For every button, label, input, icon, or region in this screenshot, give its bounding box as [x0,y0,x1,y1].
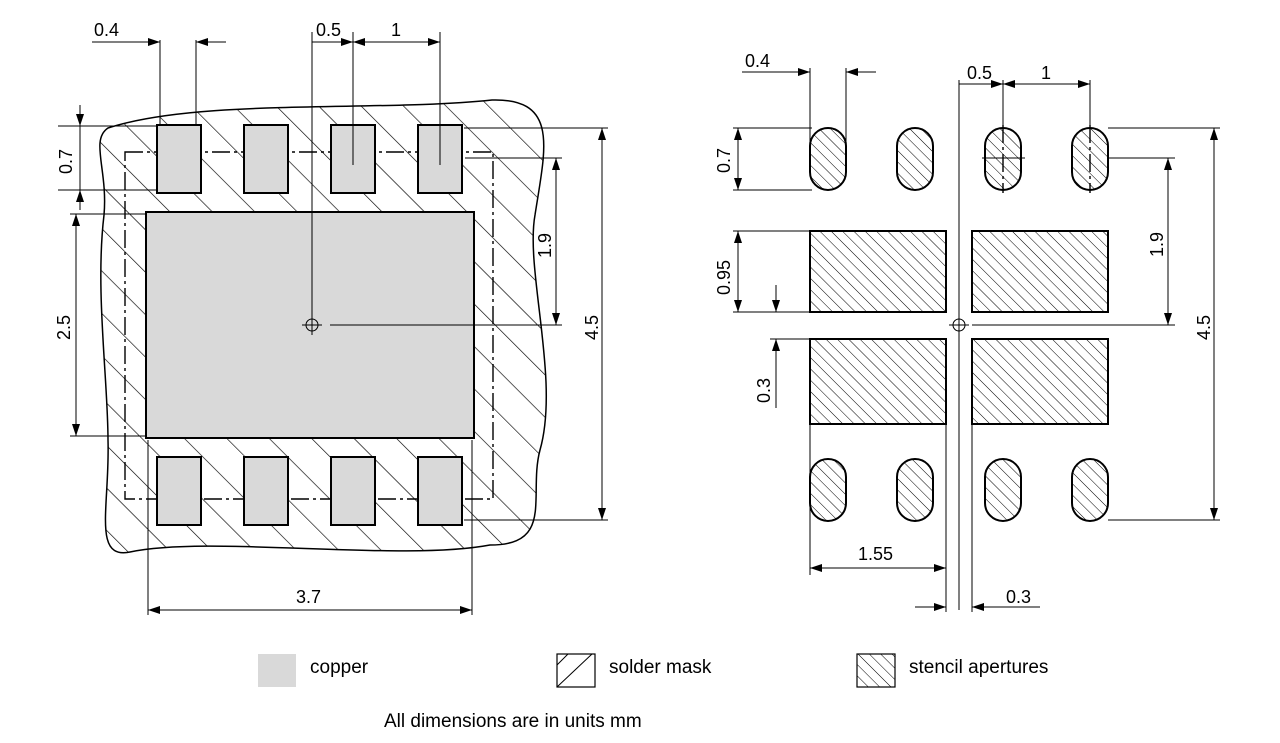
bottom-stencil-row [809,458,1109,522]
dim-pad-extent: 4.5 [1194,315,1214,340]
dim-pad-extent: 4.5 [582,315,602,340]
stencil-window [809,230,947,313]
stencil-aperture [809,127,847,191]
copper-pad [417,456,463,526]
copper-pad [156,124,202,194]
copper-pad [330,456,376,526]
stencil-window [971,230,1109,313]
dim-offset: 0.5 [967,63,992,83]
right-view: 0.4 0.5 1 0.7 0.95 0.3 1.9 4.5 1.55 0.3 [714,51,1220,612]
units-note: All dimensions are in units mm [384,711,642,732]
stencil-aperture [809,458,847,522]
stencil-aperture [896,458,934,522]
center-stencil-windows [809,230,1109,425]
dimension-lines [734,68,1218,611]
dim-pitch: 1 [1041,63,1051,83]
dim-pitch: 1 [391,20,401,40]
dim-pad-width: 0.4 [94,20,119,40]
dimension-lines [72,38,606,614]
dim-offset: 0.5 [316,20,341,40]
dim-row-offset: 1.9 [1147,232,1167,257]
bottom-pad-row [156,456,463,526]
extension-lines [58,32,608,615]
left-view: 0.4 0.5 1 0.7 2.5 1.9 4.5 3.7 [54,20,608,615]
legend-copper-swatch [258,654,296,687]
legend: copper solder mask stencil apertures [258,653,1048,688]
legend-stencil-swatch [856,653,896,688]
courtyard-outline [124,151,494,500]
dim-aperture-height: 0.95 [714,260,734,295]
legend-solder-mask-label: solder mask [609,657,712,678]
copper-pad [243,124,289,194]
dim-aperture-gap-h: 0.3 [1006,587,1031,607]
legend-stencil-label: stencil apertures [909,657,1048,678]
copper-pad [156,456,202,526]
stencil-aperture [1071,458,1109,522]
stencil-window [809,338,947,425]
stencil-window [971,338,1109,425]
copper-pad [243,456,289,526]
dim-pad-width: 0.4 [745,51,770,71]
legend-copper-label: copper [310,657,369,678]
dim-ep-height: 2.5 [54,315,74,340]
dim-ep-width: 3.7 [296,587,321,607]
dim-pad-height: 0.7 [714,148,734,173]
dim-aperture-width: 1.55 [858,544,893,564]
stencil-aperture [896,127,934,191]
dim-aperture-gap-v: 0.3 [754,378,774,403]
stencil-aperture [984,458,1022,522]
extension-lines [733,68,1220,612]
dim-row-offset: 1.9 [535,233,555,258]
dim-pad-height: 0.7 [56,149,76,174]
